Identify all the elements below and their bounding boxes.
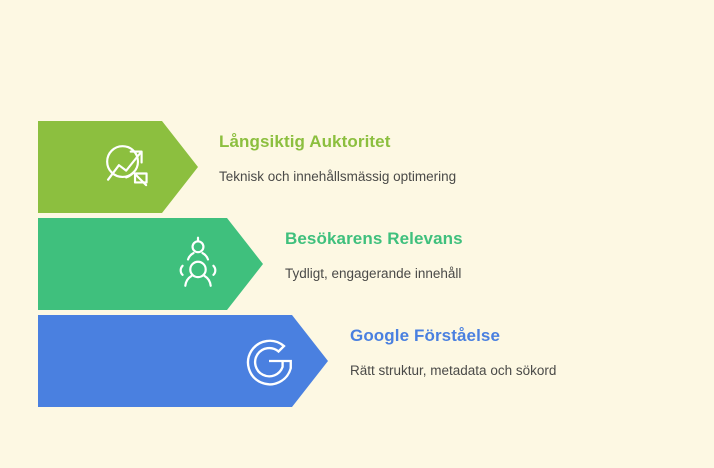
infographic-row: Google Förståelse Rätt struktur, metadat… <box>0 315 714 407</box>
row-title: Google Förståelse <box>350 326 501 345</box>
people-group-icon <box>169 235 227 293</box>
row-description: Rätt struktur, metadata och sökord <box>350 363 557 379</box>
row-description: Tydligt, engagerande innehåll <box>285 266 462 282</box>
arrow-banner-google-understanding <box>38 315 328 407</box>
arrow-banner-long-term-authority <box>38 121 198 213</box>
infographic-row: Långsiktig Auktoritet Teknisk och innehå… <box>0 121 714 213</box>
chart-magnifier-growth-icon <box>99 138 157 196</box>
row-text-block: Google Förståelse Rätt struktur, metadat… <box>350 325 556 417</box>
row-title: Långsiktig Auktoritet <box>219 132 391 151</box>
row-description: Teknisk och innehållsmässig optimering <box>219 169 457 185</box>
arrow-shape <box>38 218 263 310</box>
arrow-banner-visitor-relevance <box>38 218 263 310</box>
row-text-block: Långsiktig Auktoritet Teknisk och innehå… <box>219 131 456 223</box>
arrow-shape <box>38 315 328 407</box>
infographic-row: Besökarens Relevans Tydligt, engagerande… <box>0 218 714 310</box>
row-text-block: Besökarens Relevans Tydligt, engagerande… <box>285 228 463 320</box>
row-title: Besökarens Relevans <box>285 229 463 248</box>
google-g-icon <box>240 332 298 390</box>
